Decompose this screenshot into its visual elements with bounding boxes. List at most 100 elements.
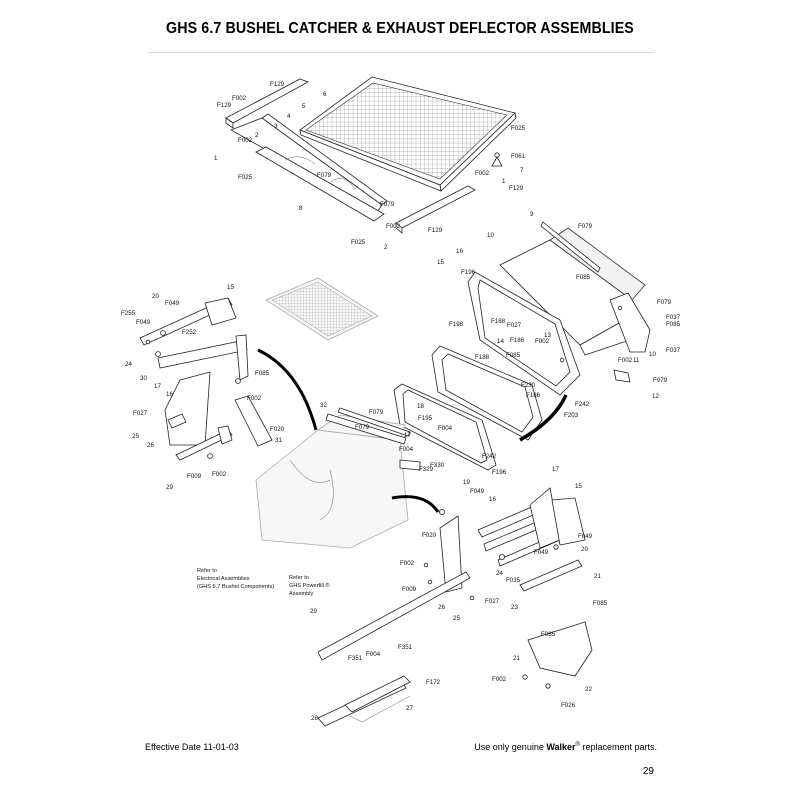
callout: F079	[355, 424, 370, 431]
callout: F002	[535, 338, 550, 345]
callout: F129	[509, 185, 524, 192]
callout: 30	[140, 375, 147, 382]
callout: F351	[348, 655, 363, 662]
callout: F002	[247, 395, 262, 402]
notice-suffix: replacement parts.	[579, 742, 657, 752]
callout: F079	[578, 223, 593, 230]
callout: F049	[534, 549, 549, 556]
callout: F195	[418, 415, 433, 422]
callout: 4	[287, 113, 291, 120]
page-title: GHS 6.7 BUSHEL CATCHER & EXHAUST DEFLECT…	[166, 20, 634, 37]
notice-prefix: Use only genuine	[474, 742, 547, 752]
callout: F085	[506, 352, 521, 359]
callout: 14	[497, 338, 504, 345]
callout: 24	[496, 570, 503, 577]
effective-date: Effective Date 11-01-03	[145, 742, 239, 752]
callout: 23	[511, 604, 518, 611]
callout: F037	[666, 347, 681, 354]
ghost-screen-panel	[265, 277, 379, 341]
callout: F351	[398, 644, 413, 651]
callout-labels: F129 F002 F129 1 F002 2 3 4 5 6 F025 F06…	[121, 81, 681, 722]
callout: 25	[132, 433, 139, 440]
callout: F188	[491, 318, 506, 325]
callout: F129	[217, 102, 232, 109]
trademark-symbol: ®	[575, 742, 580, 748]
callout: F085	[255, 370, 270, 377]
callout: F186	[510, 337, 525, 344]
callout: F020	[270, 426, 285, 433]
knob-f061	[491, 152, 503, 167]
callout: F002	[475, 170, 490, 177]
callout: F255	[121, 310, 136, 317]
callout: F329	[419, 466, 434, 473]
note-powerfill-line: GHS Powerfill ®	[289, 582, 330, 589]
fasteners	[145, 305, 623, 689]
note-electrical-line: Electrical Assemblies	[197, 576, 250, 582]
callout: F129	[270, 81, 285, 88]
callout: F027	[485, 598, 500, 605]
callout: F025	[238, 174, 253, 181]
callout: 1	[502, 178, 506, 185]
callout: 31	[275, 437, 282, 444]
callout: F002	[492, 676, 507, 683]
callout: 15	[437, 259, 444, 266]
callout: 17	[154, 383, 161, 390]
callout: F009	[402, 586, 417, 593]
callout: 2	[384, 244, 388, 251]
callout: F002	[386, 223, 401, 230]
callout: F079	[380, 201, 395, 208]
callout: F020	[422, 532, 437, 539]
callout: 26	[438, 604, 445, 611]
callout: F004	[438, 425, 453, 432]
callout: 9	[530, 211, 534, 218]
callout: F025	[511, 125, 526, 132]
callout: 29	[310, 608, 317, 615]
note-electrical-line: Refer to	[197, 568, 217, 574]
callout: 26	[147, 442, 154, 449]
callout: 22	[585, 686, 592, 693]
left-bracket-assembly	[139, 297, 318, 461]
callout: F002	[232, 95, 247, 102]
callout: 6	[323, 91, 327, 98]
callout: 32	[320, 402, 327, 409]
callout: 15	[575, 483, 582, 490]
callout: 11	[633, 357, 640, 364]
brand-name: Walker	[546, 742, 576, 752]
callout: 24	[125, 361, 132, 368]
callout: F242	[482, 453, 497, 460]
lower-bracket-assembly	[317, 487, 593, 727]
callout: 17	[404, 432, 411, 439]
callout: F203	[564, 412, 579, 419]
callout: 3	[274, 123, 278, 130]
callout: F049	[470, 488, 485, 495]
callout: F196	[492, 469, 507, 476]
callout: F188	[475, 354, 490, 361]
callout: F049	[165, 300, 180, 307]
callout: F079	[653, 377, 668, 384]
callout: F085	[576, 274, 591, 281]
title-divider	[148, 52, 654, 53]
callout: F252	[182, 329, 197, 336]
callout: F330	[430, 462, 445, 469]
callout: F186	[526, 392, 541, 399]
callout: F172	[426, 679, 441, 686]
callout: 25	[453, 615, 460, 622]
callout: F002	[618, 357, 633, 364]
callout: F002	[400, 560, 415, 567]
callout: F198	[449, 321, 464, 328]
callout: F002	[212, 471, 227, 478]
callout: F085	[593, 600, 608, 607]
callout: 7	[520, 167, 524, 174]
callout: F027	[507, 322, 522, 329]
callout: 2	[255, 132, 259, 139]
callout: F002	[238, 137, 253, 144]
callout: F025	[351, 239, 366, 246]
callout: F085	[666, 321, 681, 328]
callout: F196	[461, 269, 476, 276]
lower-bracket-rail	[255, 146, 385, 222]
bushel-screen-assembly	[299, 76, 517, 192]
callout: F027	[133, 410, 148, 417]
callout: F079	[657, 299, 672, 306]
